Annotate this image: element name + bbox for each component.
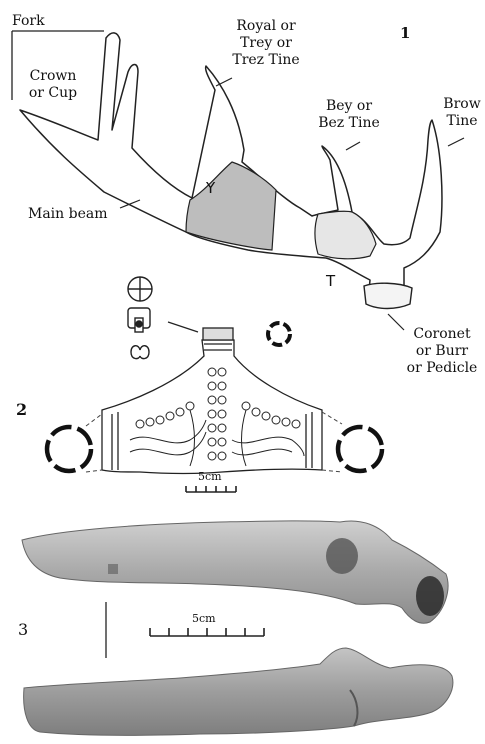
label-coronet: Coronet or Burr or Pedicle (400, 326, 484, 377)
label-royal-line3: Trez Tine (226, 52, 306, 69)
label-royal-tine: Royal or Trey or Trez Tine (226, 18, 306, 69)
label-brow-line1: Brow (440, 96, 484, 113)
figure2-scale-bar (186, 486, 236, 492)
antler-tool-photo-top (22, 521, 448, 623)
label-brow-line2: Tine (440, 113, 484, 130)
figure2-number: 2 (16, 400, 27, 419)
label-brow-tine: Brow Tine (440, 96, 484, 130)
label-bey-tine: Bey or Bez Tine (318, 98, 380, 132)
label-y-mark: Y (206, 180, 215, 197)
label-bey-line2: Bez Tine (318, 115, 380, 132)
label-main-beam: Main beam (28, 206, 108, 223)
label-royal-line2: Trey or (226, 35, 306, 52)
label-crown: Crown or Cup (26, 68, 80, 102)
icon-leader-line (168, 322, 198, 332)
label-fork: Fork (12, 13, 45, 30)
right-section-ring (338, 427, 382, 471)
bey-shaded-region (315, 211, 376, 259)
figure3-number: 3 (18, 620, 28, 639)
top-section-ring (268, 323, 290, 345)
label-royal-line1: Royal or (226, 18, 306, 35)
antler-tool-photo-bottom (24, 648, 453, 735)
label-coronet-line1: Coronet (400, 326, 484, 343)
figure2-scale-label: 5cm (198, 470, 222, 483)
label-t-mark: T (326, 273, 335, 290)
figure3-scale-label: 5cm (192, 612, 216, 625)
label-bey-line1: Bey or (318, 98, 380, 115)
figure3-scale-bar (150, 628, 264, 636)
cross-section-icons (128, 277, 152, 359)
label-crown-line2: or Cup (26, 85, 80, 102)
left-section-ring (47, 427, 91, 471)
label-crown-line1: Crown (26, 68, 80, 85)
figure1-number: 1 (400, 24, 410, 42)
label-coronet-line3: or Pedicle (400, 360, 484, 377)
coronet-burr (364, 283, 412, 308)
label-coronet-line2: or Burr (400, 343, 484, 360)
